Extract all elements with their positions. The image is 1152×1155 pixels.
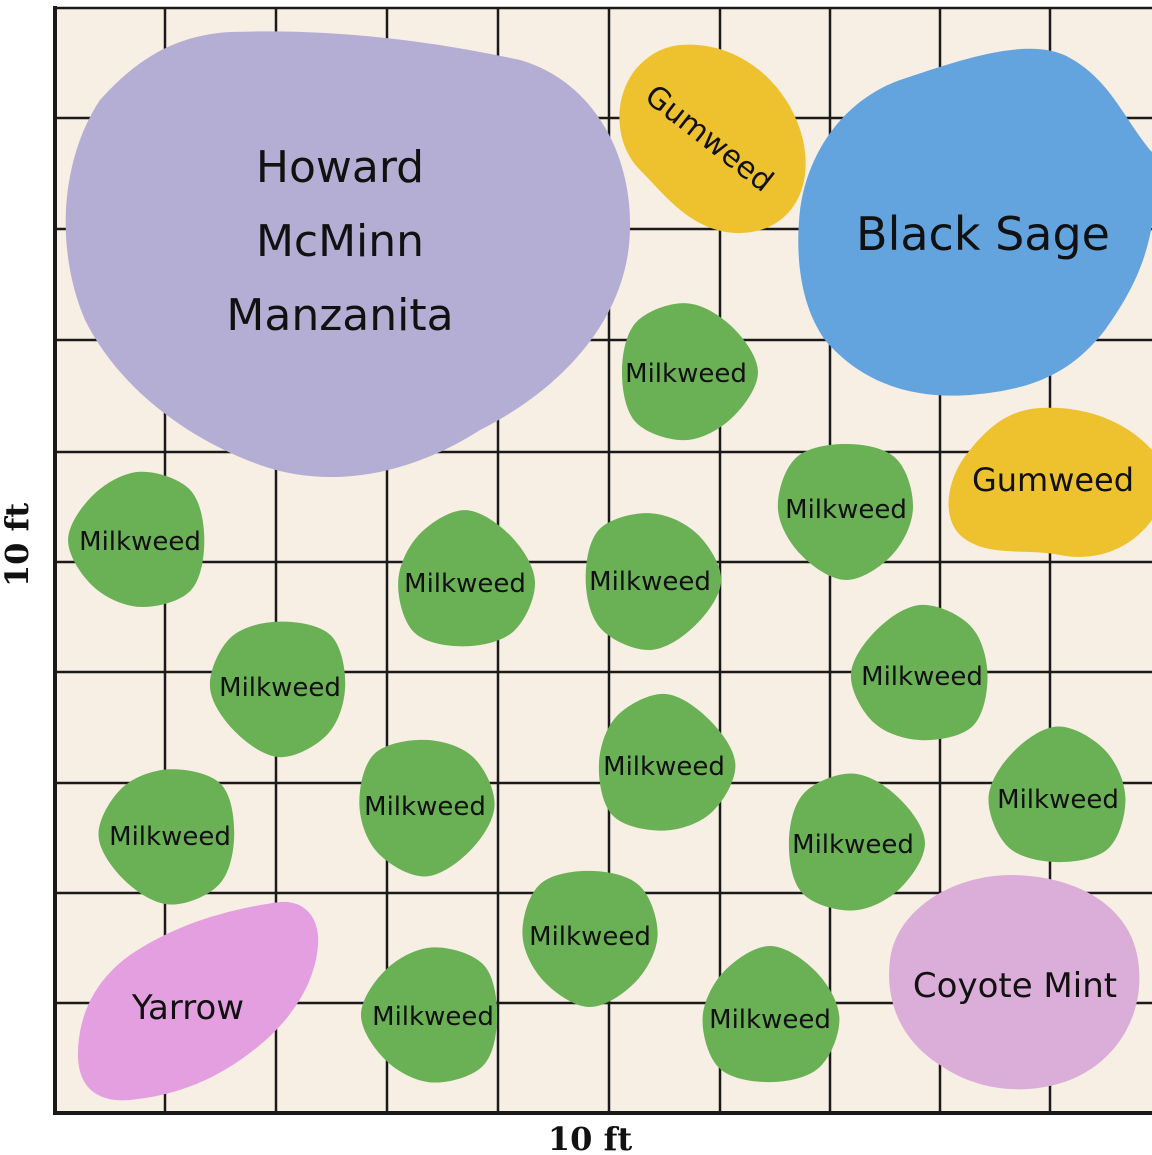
- milkweed-shape: [585, 513, 722, 651]
- milkweed-shape: [777, 443, 914, 581]
- milkweed-label: Milkweed: [219, 673, 341, 703]
- milkweed-label: Milkweed: [529, 922, 651, 952]
- yarrow-label: Yarrow: [131, 988, 244, 1028]
- coyote-mint-shape: [889, 875, 1140, 1090]
- milkweed-label: Milkweed: [79, 527, 201, 557]
- black-sage-shape: [798, 48, 1152, 396]
- milkweed-label: Milkweed: [109, 822, 231, 852]
- milkweed-shape: [359, 739, 495, 877]
- milkweed-label: Milkweed: [792, 830, 914, 860]
- milkweed-shape: [598, 693, 736, 831]
- milkweed-shape: [850, 604, 988, 741]
- milkweed-shape: [702, 946, 840, 1083]
- milkweed-shape: [98, 769, 235, 905]
- milkweed-label: Milkweed: [603, 752, 725, 782]
- yarrow-shape: [78, 901, 319, 1101]
- milkweed-label: Milkweed: [997, 785, 1119, 815]
- gumweed-right-label: Gumweed: [972, 461, 1134, 499]
- manzanita-shape: [65, 31, 631, 478]
- milkweed-label: Milkweed: [625, 359, 747, 389]
- x-axis-label: 10 ft: [548, 1120, 632, 1155]
- milkweed-label: Milkweed: [861, 662, 983, 692]
- milkweed-label: Milkweed: [589, 567, 711, 597]
- milkweed-label: Milkweed: [404, 569, 526, 599]
- milkweed-shape: [988, 726, 1126, 863]
- manzanita-label-line3: Manzanita: [226, 290, 453, 341]
- milkweed-shape: [788, 773, 926, 911]
- manzanita-label-line1: Howard: [256, 142, 424, 193]
- y-axis-label: 10 ft: [0, 503, 36, 587]
- manzanita-label-line2: McMinn: [256, 216, 424, 267]
- gumweed-top-shape: [619, 44, 806, 234]
- milkweed-label: Milkweed: [372, 1002, 494, 1032]
- milkweed-label: Milkweed: [364, 792, 486, 822]
- coyote-mint-label: Coyote Mint: [913, 966, 1117, 1006]
- milkweed-shape: [361, 947, 498, 1083]
- milkweed-shape: [522, 870, 658, 1007]
- milkweed-shape: [398, 510, 536, 647]
- milkweed-label: Milkweed: [709, 1005, 831, 1035]
- milkweed-shape: [621, 303, 758, 441]
- milkweed-shape: [209, 621, 346, 758]
- gumweed-right-shape: [948, 407, 1152, 557]
- black-sage-label: Black Sage: [856, 207, 1110, 261]
- milkweed-label: Milkweed: [785, 495, 907, 525]
- milkweed-shape: [68, 471, 205, 607]
